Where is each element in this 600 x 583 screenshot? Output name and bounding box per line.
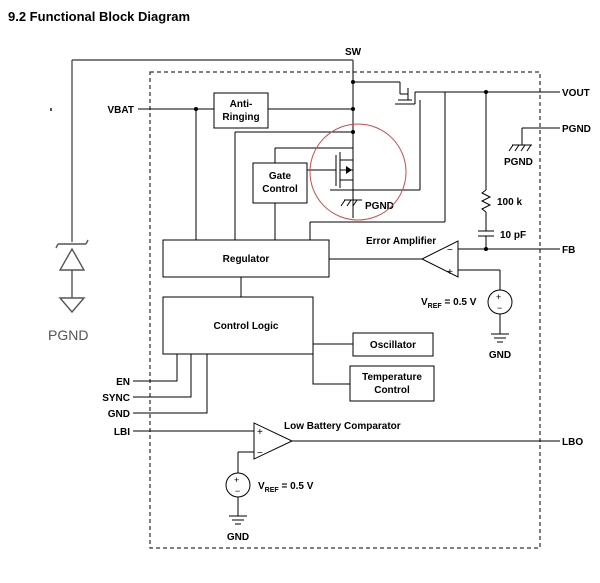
ic-boundary [149, 71, 541, 549]
vbat-net [138, 80, 355, 240]
annotation-pgnd-label: PGND [48, 327, 88, 343]
vref-source-lbc: + − [225, 472, 251, 525]
pin-vout: VOUT [562, 88, 590, 99]
internal-wires [234, 92, 446, 240]
regulator-block [162, 239, 330, 278]
pin-lbo: LBO [562, 437, 583, 448]
pin-sync: SYNC [102, 393, 130, 404]
gnd-erramp-label: GND [489, 350, 511, 361]
control-pin-wires [133, 354, 208, 414]
control-logic-label: Control Logic [214, 321, 279, 332]
feedback-network [478, 90, 494, 251]
resistor-label: 100 k [497, 197, 522, 208]
vref-erramp-label: VREF = 0.5 V [421, 297, 477, 310]
oscillator-label: Oscillator [370, 340, 416, 351]
low-battery-comparator-label: Low Battery Comparator [284, 421, 401, 432]
gate-control-block [252, 162, 308, 204]
svg-text:−: − [235, 486, 240, 496]
logic-to-temp-wire [312, 354, 350, 385]
external-diode-annotation [50, 59, 353, 314]
low-battery-comparator: + − [133, 422, 560, 473]
pin-vbat: VBAT [108, 105, 134, 116]
capacitor-label: 10 pF [500, 230, 526, 241]
error-amplifier-label: Error Amplifier [366, 236, 436, 247]
regulator-label: Regulator [223, 254, 270, 265]
pin-sw: SW [345, 47, 362, 58]
pgnd-pin-wiring [508, 127, 560, 152]
control-logic-block [162, 296, 314, 355]
svg-text:+: + [447, 267, 453, 278]
section-title: 9.2 Functional Block Diagram [8, 9, 190, 24]
svg-text:+: + [496, 292, 501, 302]
anti-ringing-block [213, 92, 269, 129]
vref-source-erramp: + − [487, 289, 513, 343]
pin-en: EN [116, 377, 130, 388]
pin-fb: FB [562, 245, 575, 256]
svg-text:−: − [447, 245, 453, 256]
svg-text:−: − [497, 303, 502, 313]
annotation-circle [309, 123, 407, 221]
anti-ringing-label-1: Anti- [230, 99, 253, 110]
svg-text:+: + [257, 427, 263, 438]
pin-gnd: GND [108, 409, 130, 420]
gnd-lbc-label: GND [227, 532, 249, 543]
anti-ringing-label-2: Ringing [222, 112, 259, 123]
error-amplifier: − + [329, 240, 560, 290]
pin-lbi: LBI [114, 427, 130, 438]
temperature-control-label-1: Temperature [362, 372, 422, 383]
temperature-control-block [349, 365, 435, 402]
gate-control-label-1: Gate [269, 171, 292, 182]
gate-control-label-2: Control [262, 184, 298, 195]
svg-text:−: − [257, 448, 263, 459]
temperature-control-label-2: Control [374, 385, 410, 396]
pgnd-internal-label-1: PGND [365, 201, 394, 212]
pgnd-internal-label-2: PGND [504, 157, 533, 168]
vref-lbc-label: VREF = 0.5 V [258, 481, 314, 494]
svg-text:+: + [234, 475, 239, 485]
pin-pgnd: PGND [562, 124, 591, 135]
